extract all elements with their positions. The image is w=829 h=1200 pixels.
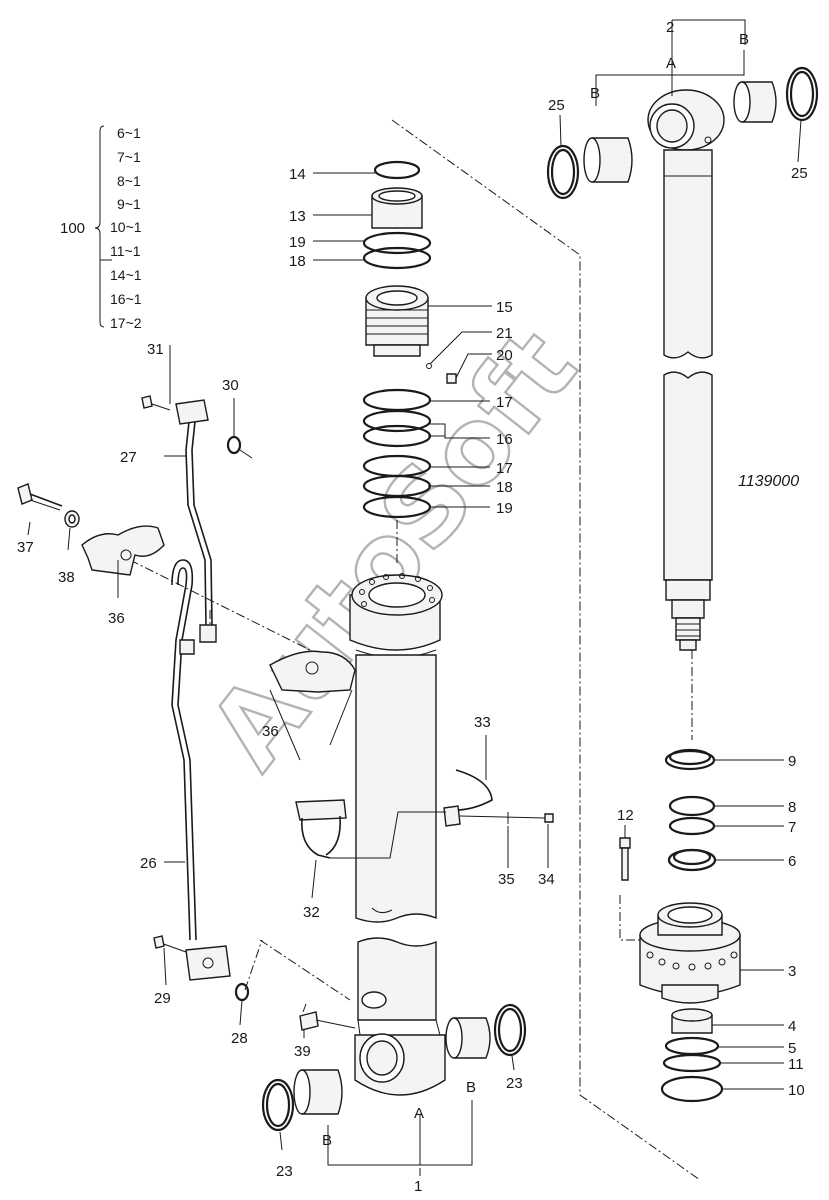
callout-2: 2 (666, 19, 674, 36)
callout-27: 27 (120, 449, 137, 466)
callout-8: 8 (788, 799, 796, 816)
letter-a-bottom: A (414, 1105, 424, 1122)
kit-item: 9~1 (117, 196, 141, 212)
kit-item: 17~2 (110, 315, 142, 331)
callout-38: 38 (58, 569, 75, 586)
kit-label: 100 (60, 220, 85, 237)
callout-5: 5 (788, 1040, 796, 1057)
leader-lines (27, 114, 802, 1151)
callout-29: 29 (154, 990, 171, 1007)
callout-31: 31 (147, 341, 164, 358)
kit-list: 100 6~1 7~1 8~1 9~1 10~1 11~1 14~1 16~1 … (60, 125, 142, 331)
kit-item: 6~1 (117, 125, 141, 141)
callout-19a: 19 (289, 234, 306, 251)
callout-36b: 36 (262, 723, 279, 740)
kit-item: 7~1 (117, 149, 141, 165)
letter-b-top-right: B (739, 31, 749, 48)
drawing-number: 1139000 (738, 473, 799, 490)
callout-20: 20 (496, 347, 513, 364)
callout-11: 11 (788, 1056, 804, 1073)
callout-26: 26 (140, 855, 157, 872)
callout-10: 10 (788, 1082, 805, 1099)
kit-item: 8~1 (117, 173, 141, 189)
callout-4: 4 (788, 1018, 796, 1035)
callout-30: 30 (222, 377, 239, 394)
letter-b-bottom-left: B (322, 1132, 332, 1149)
kit-item: 14~1 (110, 267, 142, 283)
callout-35: 35 (498, 871, 515, 888)
callout-32: 32 (303, 904, 320, 921)
kit-bracket (94, 125, 112, 328)
letter-b-top-left: B (590, 85, 600, 102)
callout-25b: 25 (791, 165, 808, 182)
kit-item: 10~1 (110, 219, 142, 235)
callout-36a: 36 (108, 610, 125, 627)
callout-21: 21 (496, 325, 513, 342)
callout-labels: 1 2 3 4 5 6 7 8 9 10 11 12 13 14 15 16 1… (17, 19, 808, 1195)
callout-28: 28 (231, 1030, 248, 1047)
callout-18b: 18 (496, 479, 513, 496)
callout-39: 39 (294, 1043, 311, 1060)
callout-9: 9 (788, 753, 796, 770)
piping-assembly (17, 395, 554, 1031)
letter-b-bottom-right: B (466, 1079, 476, 1096)
callout-37: 37 (17, 539, 34, 556)
callout-17a: 17 (496, 394, 513, 411)
callout-16: 16 (496, 431, 513, 448)
kit-item: 16~1 (110, 291, 142, 307)
callout-15: 15 (496, 299, 513, 316)
callout-14: 14 (289, 166, 306, 183)
callout-7: 7 (788, 819, 796, 836)
callout-18a: 18 (289, 253, 306, 270)
callout-34: 34 (538, 871, 555, 888)
callout-25a: 25 (548, 97, 565, 114)
callout-12: 12 (617, 807, 634, 824)
letter-a-top: A (666, 55, 676, 72)
cylinder-head-assembly (619, 748, 741, 1103)
callout-19b: 19 (496, 500, 513, 517)
callout-23a: 23 (276, 1163, 293, 1180)
callout-3: 3 (788, 963, 796, 980)
callout-1: 1 (414, 1178, 422, 1195)
callout-6: 6 (788, 853, 796, 870)
rod-assembly (546, 19, 819, 651)
callout-17b: 17 (496, 460, 513, 477)
piston-assembly (362, 160, 457, 519)
callout-13: 13 (289, 208, 306, 225)
position-letters: A B B A B B (322, 31, 749, 1149)
callout-33: 33 (474, 714, 491, 731)
assembly-lines (129, 119, 701, 1181)
kit-item: 11~1 (110, 243, 141, 259)
callout-23b: 23 (506, 1075, 523, 1092)
cylinder-tube (261, 573, 527, 1176)
